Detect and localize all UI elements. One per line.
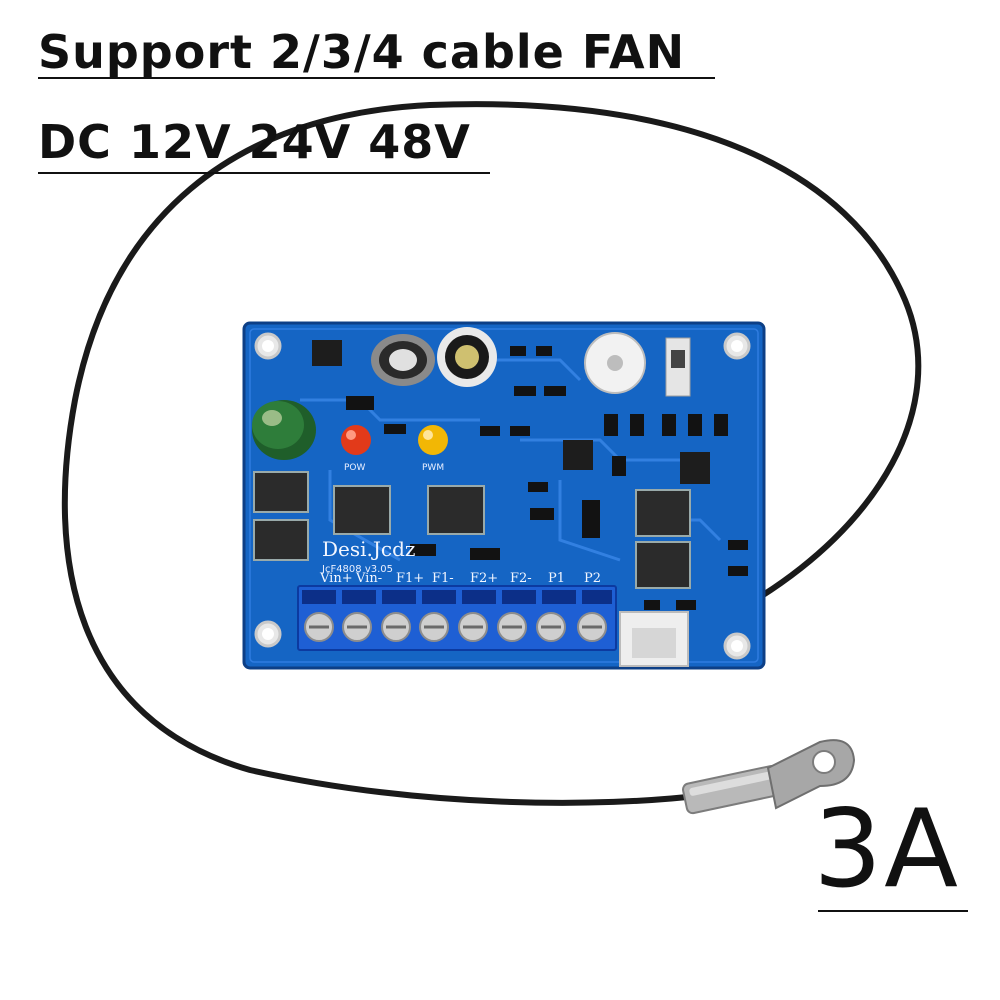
sensor-connector [619, 611, 689, 667]
headline-underline-2 [38, 172, 490, 174]
inductor [371, 334, 435, 386]
badge-underline [818, 910, 968, 912]
terminal-label-p2: P2 [584, 571, 601, 586]
led-label-pow: POW [344, 463, 366, 473]
terminal-label-vin-minus: Vin- [355, 571, 382, 586]
terminal-label-f2-plus: F2+ [470, 571, 498, 586]
temperature-probe [682, 739, 856, 815]
pcb-board: Desi.Jcdz JcF4808 v3.05 POW PWM Vin+ Vin… [242, 321, 766, 670]
buzzer [584, 332, 646, 394]
terminal-label-f2-minus: F2- [510, 571, 532, 586]
led-yellow [418, 425, 448, 455]
capacitor-large [252, 400, 316, 460]
headline-underline-1 [38, 77, 715, 79]
headline-voltage: DC 12V 24V 48V [38, 115, 471, 169]
terminal-label-f1-plus: F1+ [396, 571, 424, 586]
terminal-screws [304, 612, 607, 642]
terminal-label-f1-minus: F1- [432, 571, 454, 586]
headline-fan-support: Support 2/3/4 cable FAN [38, 25, 686, 79]
led-red [341, 425, 371, 455]
terminal-label-vin-plus: Vin+ [319, 571, 353, 586]
terminal-block [297, 585, 617, 651]
model-silkscreen: JcF4808 v3.05 [321, 564, 393, 575]
current-rating-badge: 3A [813, 787, 960, 912]
capacitor-small [437, 327, 497, 387]
mounting-holes [254, 332, 751, 660]
led-label-pwm: PWM [422, 463, 444, 473]
terminal-label-p1: P1 [548, 571, 565, 586]
brand-silkscreen: Desi.Jcdz [322, 537, 415, 561]
sensor-cable [61, 101, 922, 806]
